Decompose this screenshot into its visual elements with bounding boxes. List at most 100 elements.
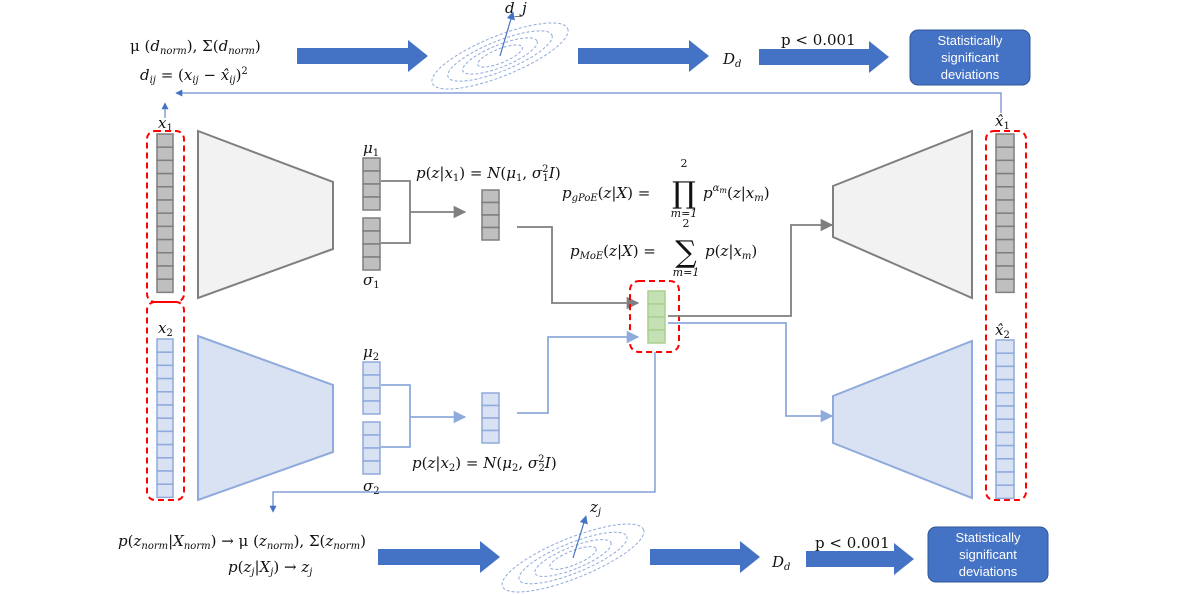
vector-cell <box>362 230 381 245</box>
vector-cell <box>362 183 381 198</box>
bottom-pvalue: p < 0.001 <box>815 534 890 552</box>
vector-cell <box>481 417 500 432</box>
z2-vector <box>481 392 500 444</box>
vector-cell <box>362 387 381 402</box>
vector-cell <box>362 256 381 271</box>
feedback-arrow-top <box>175 89 1002 113</box>
fused-latent-vector <box>647 290 666 344</box>
mu1-label: μ1 <box>363 139 379 159</box>
vector-cell <box>995 418 1015 434</box>
mu2-vector <box>362 361 381 415</box>
bracket-2 <box>381 384 411 448</box>
bracket-1 <box>381 180 411 244</box>
vector-cell <box>995 484 1015 500</box>
top-button-line-3: deviations <box>941 67 1000 82</box>
bottom-zj-formula: p(zj|Xj) → zj <box>228 558 312 578</box>
x1-input-label: x1 <box>158 114 173 134</box>
bottom-button-line-3: deviations <box>959 564 1018 579</box>
vector-cell <box>156 404 174 419</box>
vector-cell <box>156 252 174 267</box>
vector-cell <box>995 365 1015 381</box>
top-ellipse-label: d_j <box>505 0 527 17</box>
top-block-arrow-3 <box>759 41 889 73</box>
gpoe-term: pαm(z|xm) <box>703 183 770 204</box>
bottom-ellipse-group <box>501 523 645 593</box>
vector-cell <box>647 316 666 331</box>
bottom-deviations-button[interactable]: Statistically significant deviations <box>927 526 1049 583</box>
vector-cell <box>995 444 1015 460</box>
vector-cell <box>995 265 1015 280</box>
vector-cell <box>481 201 500 216</box>
vector-cell <box>647 303 666 318</box>
vector-cell <box>156 186 174 201</box>
decoder-1 <box>832 129 973 300</box>
vector-cell <box>995 238 1015 254</box>
vector-cell <box>362 374 381 389</box>
vector-cell <box>995 392 1015 407</box>
bottom-button-line-1: Statistically <box>955 530 1021 545</box>
x1-recon-label: x̂1 <box>995 112 1010 132</box>
encoder-1 <box>197 129 334 300</box>
top-deviations-button[interactable]: Statistically significant deviations <box>909 29 1031 86</box>
gpoe-limit-bottom: m=1 <box>671 207 698 220</box>
vector-cell <box>995 471 1015 486</box>
vector-cell <box>362 460 381 475</box>
vector-cell <box>995 159 1015 175</box>
vector-cell <box>156 364 174 380</box>
vector-cell <box>156 238 174 254</box>
vector-cell <box>156 351 174 367</box>
vector-cell <box>156 265 174 280</box>
vector-cell <box>647 290 666 305</box>
vector-cell <box>995 225 1015 241</box>
vector-cell <box>362 447 381 462</box>
vector-cell <box>156 377 174 393</box>
vector-cell <box>362 170 381 185</box>
top-dd-label: Dd <box>722 50 741 70</box>
vector-cell <box>156 159 174 175</box>
vector-cell <box>995 405 1015 420</box>
decoder-2 <box>832 339 973 500</box>
vector-cell <box>995 352 1015 368</box>
vector-cell <box>481 404 500 419</box>
top-distance-formula: dij = (xij − x̂ij)2 <box>140 66 248 86</box>
vector-cell <box>995 133 1015 148</box>
vector-cell <box>481 189 500 204</box>
moe-term: p(z|xm) <box>705 242 757 262</box>
bottom-posterior-formula: p(znorm|Xnorm) → μ (znorm), Σ(znorm) <box>118 532 366 552</box>
vector-cell <box>156 417 174 433</box>
gpoe-limit-top: 2 <box>681 157 688 170</box>
top-block-arrow-1 <box>297 40 428 72</box>
sigma2-vector <box>362 421 381 475</box>
vector-cell <box>995 212 1015 228</box>
fusion-to-bottom-arrow <box>269 352 656 513</box>
bottom-ellipse-arrow <box>572 515 588 559</box>
vector-cell <box>995 378 1015 394</box>
vector-cell <box>362 196 381 211</box>
top-pvalue: p < 0.001 <box>781 31 856 49</box>
vector-cell <box>156 430 174 446</box>
bottom-dd-label: Dd <box>771 553 790 573</box>
vector-cell <box>156 225 174 241</box>
mu1-vector <box>362 157 381 211</box>
top-ellipse-group <box>431 22 569 90</box>
z1-to-fusion-arrow <box>517 226 640 310</box>
vector-cell <box>362 400 381 415</box>
vector-cell <box>995 252 1015 267</box>
vector-cell <box>362 243 381 258</box>
x1-input-vector <box>156 133 174 294</box>
top-button-line-2: significant <box>941 50 999 65</box>
vector-cell <box>156 133 174 148</box>
top-stats-formula: μ (dnorm), Σ(dnorm) <box>130 37 261 57</box>
vector-cell <box>995 146 1015 162</box>
x1-recon-vector <box>995 133 1015 294</box>
vector-cell <box>995 278 1015 294</box>
vector-cell <box>156 338 174 353</box>
vector-cell <box>362 157 381 172</box>
vector-cell <box>995 199 1015 214</box>
z2-to-fusion-arrow <box>517 330 640 414</box>
vector-cell <box>995 458 1015 473</box>
vector-cell <box>156 470 174 485</box>
